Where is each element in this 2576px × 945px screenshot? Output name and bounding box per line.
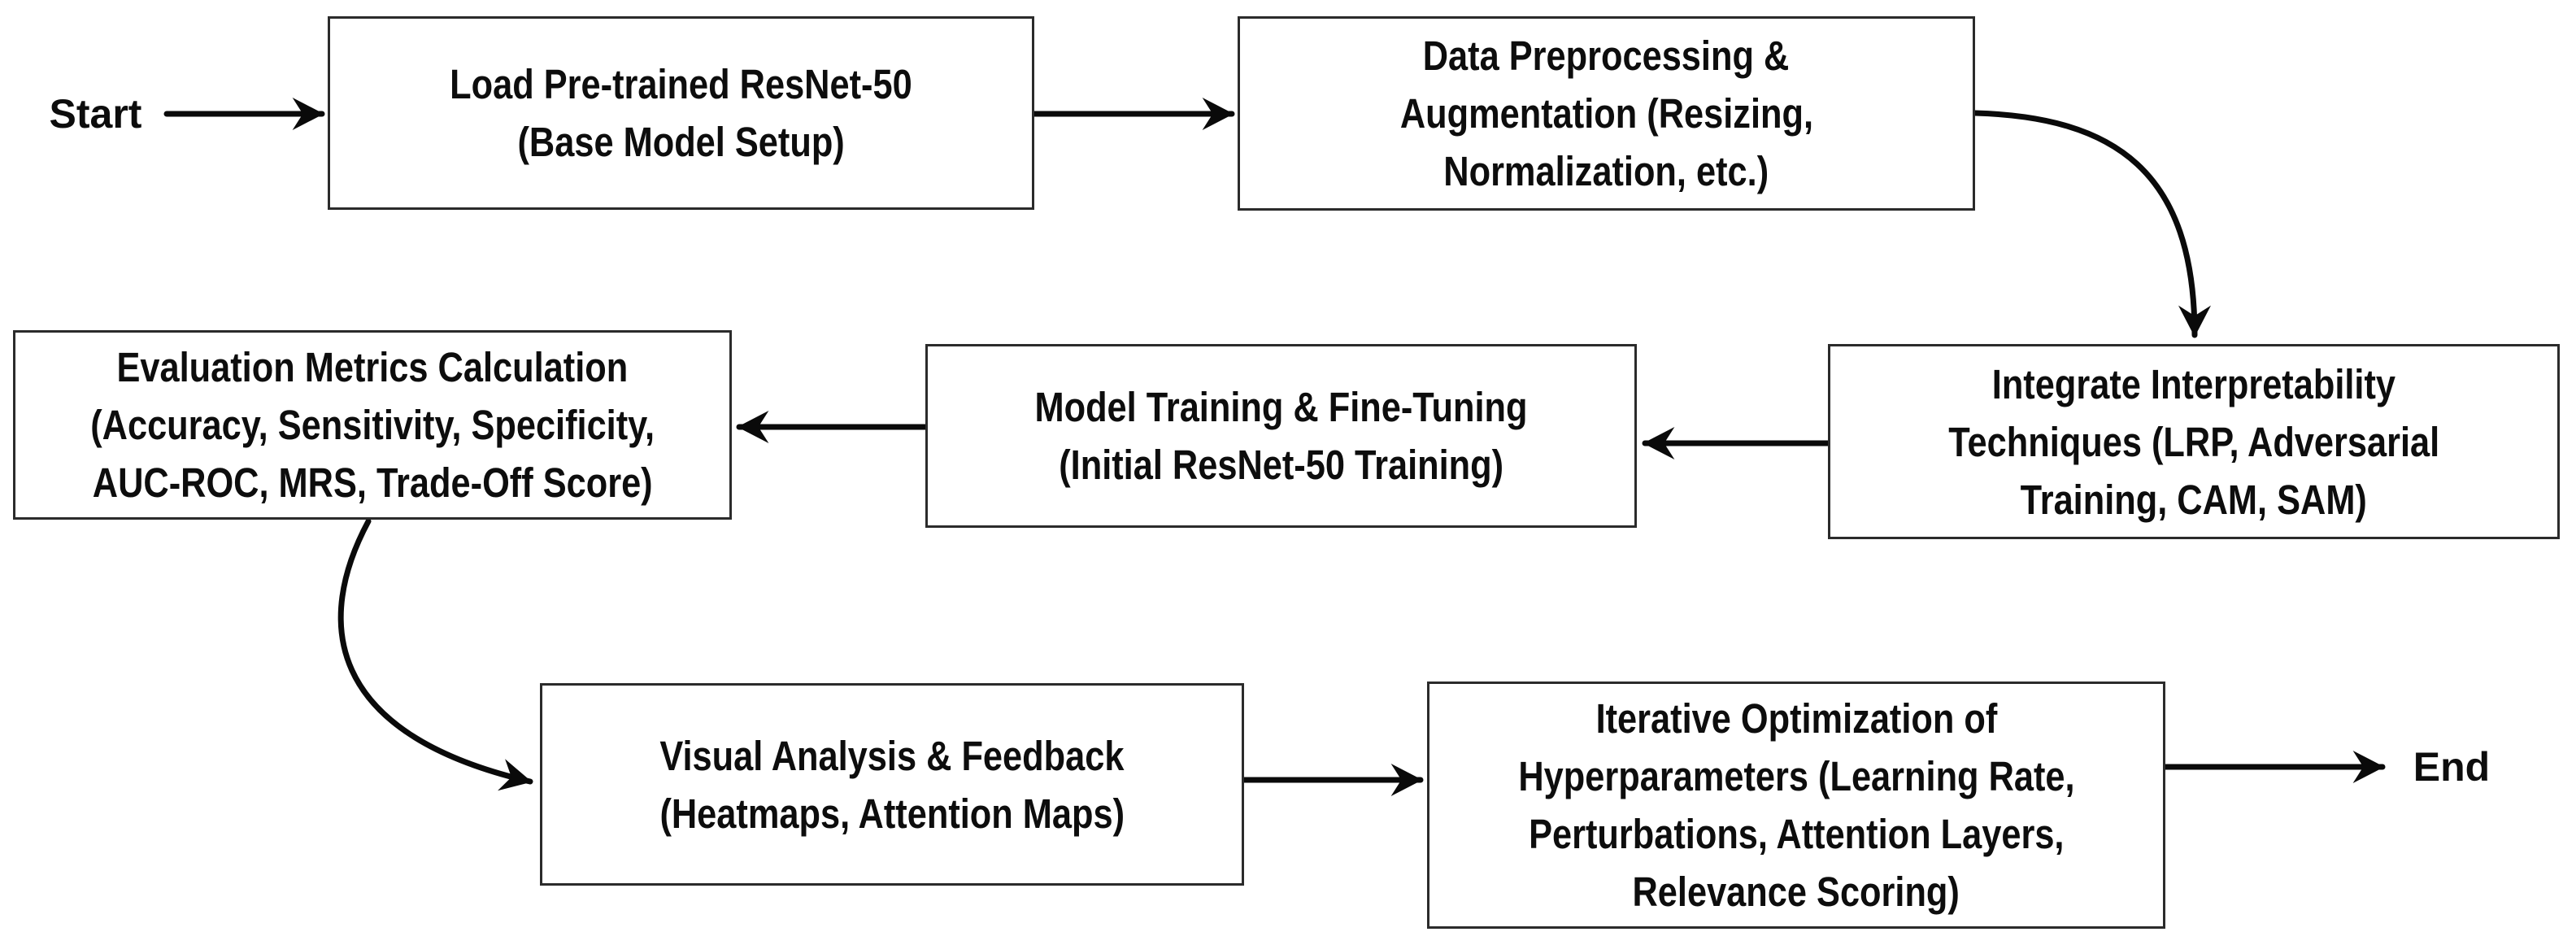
node-label-line: Data Preprocessing & xyxy=(1423,33,1790,79)
node-label-line: Iterative Optimization of xyxy=(1595,695,1997,742)
node-iterative-optimization: Iterative Optimization of Hyperparameter… xyxy=(1427,682,2165,929)
node-label-line: Hyperparameters (Learning Rate, xyxy=(1517,753,2075,799)
node-label-line: Visual Analysis & Feedback xyxy=(659,732,1125,779)
node-integrate-interpretability: Integrate Interpretability Techniques (L… xyxy=(1828,344,2560,539)
node-label-line: Augmentation (Resizing, xyxy=(1399,90,1813,137)
node-data-preprocessing: Data Preprocessing & Augmentation (Resiz… xyxy=(1238,16,1975,211)
node-visual-analysis: Visual Analysis & Feedback (Heatmaps, At… xyxy=(540,683,1244,886)
node-label-line: Relevance Scoring) xyxy=(1632,869,1960,915)
node-load-resnet: Load Pre-trained ResNet-50 (Base Model S… xyxy=(328,16,1034,210)
start-terminal-label: Start xyxy=(49,91,142,137)
node-label-line: (Accuracy, Sensitivity, Specificity, xyxy=(90,402,655,448)
arrow-preprocess-to-integrate-curved xyxy=(1972,110,2212,338)
node-label-line: Load Pre-trained ResNet-50 xyxy=(450,61,912,107)
node-label-line: Training, CAM, SAM) xyxy=(2020,476,2368,523)
node-model-training: Model Training & Fine-Tuning (Initial Re… xyxy=(925,344,1637,528)
node-label-line: (Initial ResNet-50 Training) xyxy=(1059,442,1503,488)
node-evaluation-metrics: Evaluation Metrics Calculation (Accuracy… xyxy=(13,330,732,520)
end-terminal-label: End xyxy=(2413,744,2491,790)
node-label-line: Normalization, etc.) xyxy=(1443,148,1769,194)
node-label-line: Integrate Interpretability xyxy=(1991,360,2396,407)
node-label-line: (Base Model Setup) xyxy=(517,119,845,165)
node-label-line: Model Training & Fine-Tuning xyxy=(1034,384,1528,430)
node-label-line: Perturbations, Attention Layers, xyxy=(1528,811,2065,857)
node-label-line: AUC-ROC, MRS, Trade-Off Score) xyxy=(92,459,653,506)
node-label-line: (Heatmaps, Attention Maps) xyxy=(659,790,1125,837)
arrow-evaluation-to-visual-curved xyxy=(337,518,533,791)
node-label-line: Evaluation Metrics Calculation xyxy=(116,344,629,390)
node-label-line: Techniques (LRP, Adversarial xyxy=(1948,418,2439,465)
